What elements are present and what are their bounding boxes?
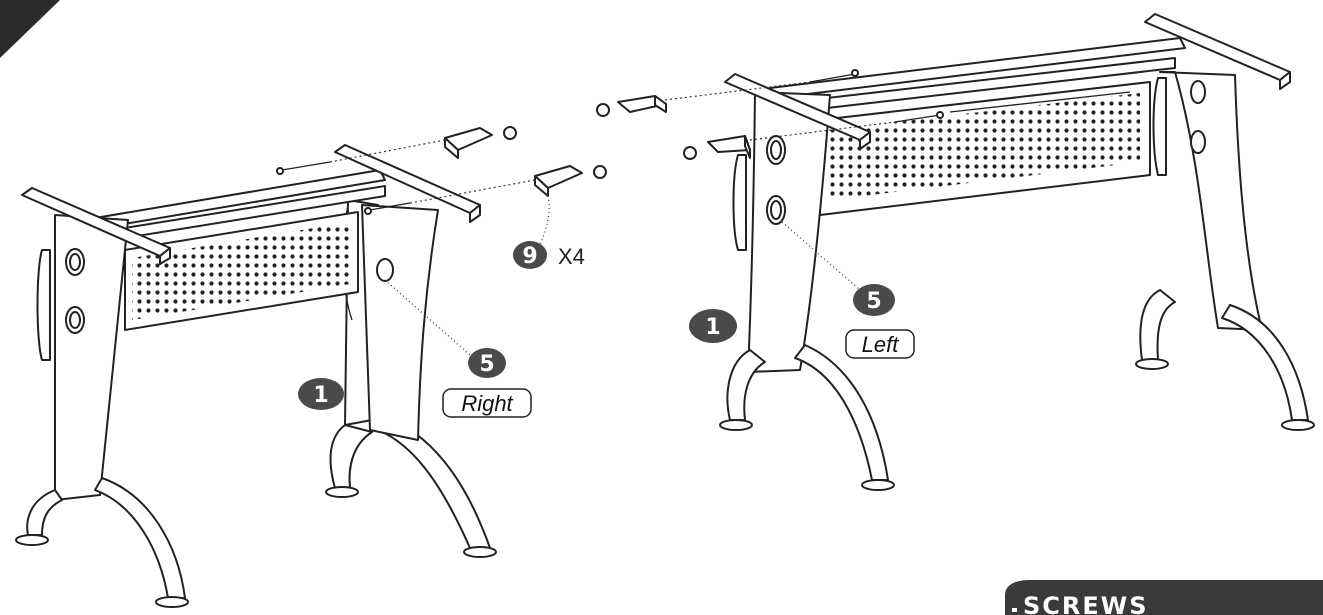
label-left: Left <box>845 329 915 359</box>
svg-text:1: 1 <box>705 315 720 340</box>
left-frame-assembly <box>596 13 1315 491</box>
svg-text:Right: Right <box>461 391 513 416</box>
corner-marker <box>0 0 60 58</box>
bracket-quantity: X4 <box>558 244 585 269</box>
svg-text:9: 9 <box>522 244 537 269</box>
label-right: Right <box>442 388 532 418</box>
svg-text:Left: Left <box>862 332 900 357</box>
svg-text:5: 5 <box>479 352 494 377</box>
callout-right-leg: 5 <box>468 348 506 378</box>
callout-right-frame: 1 <box>298 378 344 410</box>
svg-text:1: 1 <box>313 383 328 408</box>
callout-bracket: 9 <box>513 241 547 269</box>
callout-left-leg: 5 <box>853 284 895 316</box>
right-frame-assembly <box>15 126 607 608</box>
svg-text:5: 5 <box>866 289 881 314</box>
callout-left-frame: 1 <box>689 309 737 343</box>
svg-text:SCREWS: SCREWS <box>1023 592 1149 615</box>
screws-banner: SCREWS <box>1005 580 1323 615</box>
